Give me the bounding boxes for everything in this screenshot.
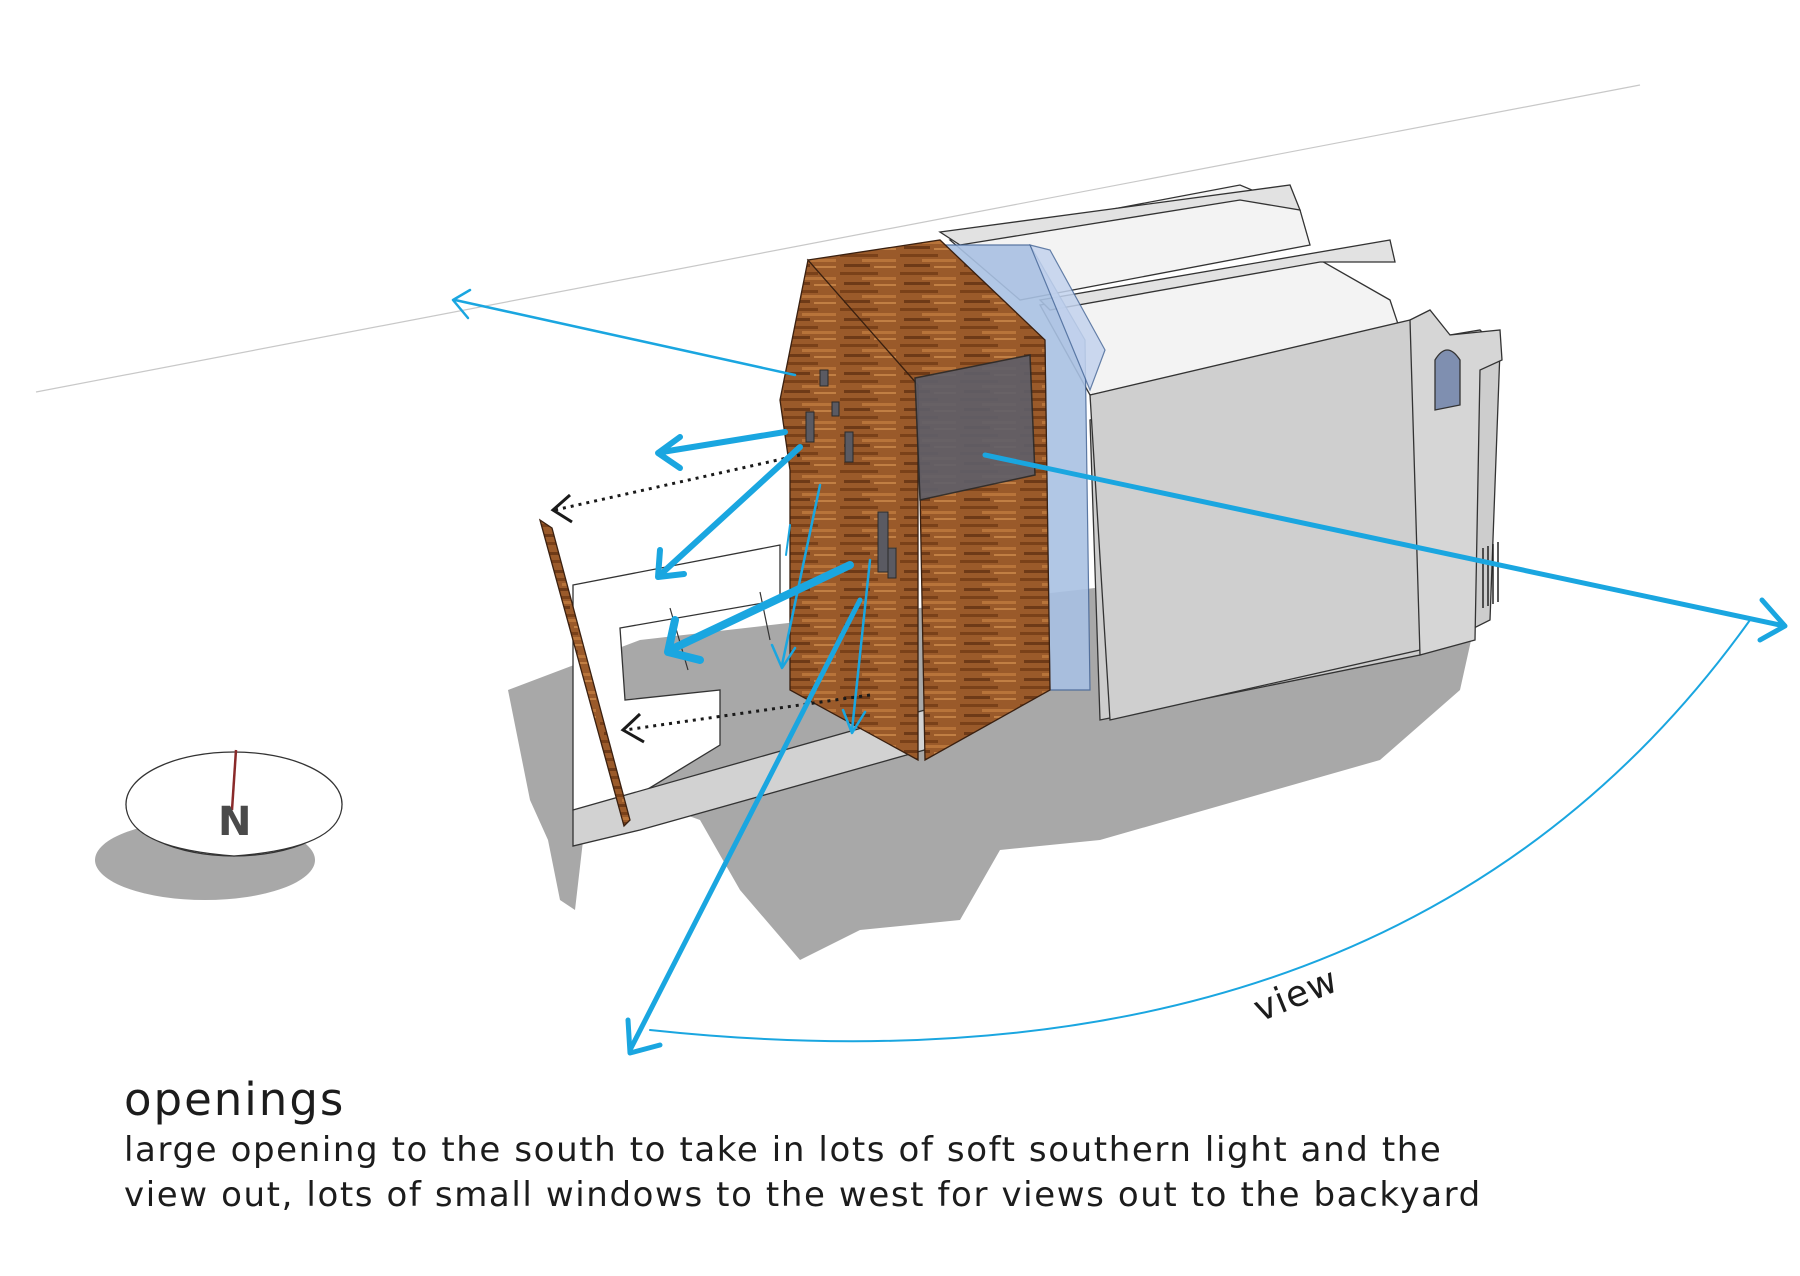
arrow-southwest-2 (850, 558, 872, 732)
small-window-1 (819, 369, 829, 387)
small-window-2 (805, 411, 815, 443)
glass-link-side (1028, 244, 1106, 392)
arrow-south-main (982, 452, 1783, 628)
dotted-line-upper (554, 453, 801, 512)
caption-block: openings large opening to the south to t… (124, 1072, 1764, 1218)
north-needle (230, 749, 238, 811)
caption-line-2: view out, lots of small windows to the w… (124, 1175, 1482, 1215)
large-south-opening (914, 354, 1036, 501)
small-window-6 (887, 547, 897, 579)
house-arched-window (1434, 349, 1461, 411)
dotted-arrowheads (550, 493, 645, 744)
small-west-windows (805, 369, 897, 579)
caption-line-1: large opening to the south to take in lo… (124, 1130, 1443, 1170)
view-label: view (1248, 960, 1344, 1031)
north-indicator: N (95, 749, 343, 900)
arrow-west-1 (659, 429, 788, 455)
arrow-southwest-long (627, 597, 863, 1053)
dotted-line-lower (624, 693, 871, 732)
dotted-view-lines (554, 453, 871, 732)
arrow-southwest-1 (780, 483, 822, 667)
timber-screen-panel (538, 518, 631, 828)
arrow-west-long (453, 298, 797, 377)
north-disc-edge (125, 803, 343, 857)
house-gate (1482, 542, 1499, 608)
small-window-4 (831, 401, 840, 417)
small-window-5 (877, 511, 889, 573)
north-label: N (218, 799, 251, 845)
caption-title: openings (124, 1073, 346, 1126)
arrow-small-down (785, 524, 791, 556)
deck-joint-2 (759, 591, 771, 641)
small-window-3 (844, 431, 854, 463)
house-parapet-back (938, 184, 1302, 246)
view-arrows (451, 288, 1788, 1056)
arrow-west-3 (666, 561, 854, 654)
view-arc (649, 619, 1751, 1043)
house-gable (1409, 309, 1503, 656)
site-boundary-line (35, 84, 1641, 393)
arrow-west-2 (657, 444, 803, 578)
